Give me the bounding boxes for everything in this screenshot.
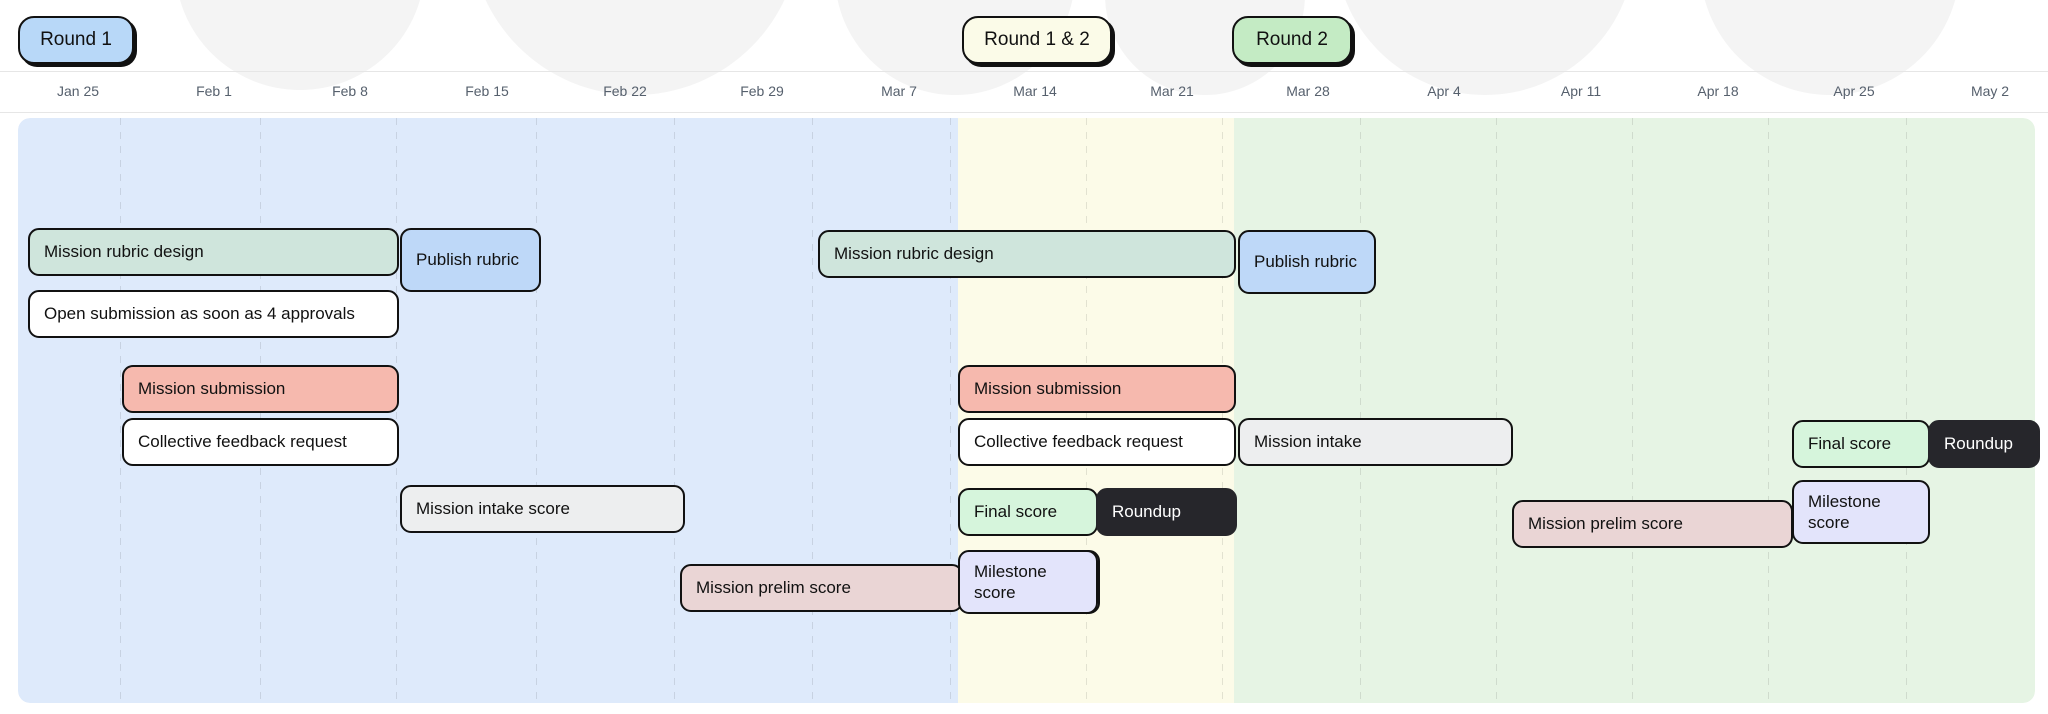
axis-tick-label: Feb 29 xyxy=(740,83,784,99)
task-bar-mission-rubric-design[interactable]: Mission rubric design xyxy=(818,230,1236,278)
task-bar-final-score[interactable]: Final score xyxy=(1792,420,1930,468)
axis-tick-label: Mar 28 xyxy=(1286,83,1330,99)
phase-pill-round-1[interactable]: Round 1 xyxy=(18,16,134,64)
task-bar-mission-intake-score[interactable]: Mission intake score xyxy=(400,485,685,533)
task-bar-open-submission-as-soon-as-4-approvals[interactable]: Open submission as soon as 4 approvals xyxy=(28,290,399,338)
blob-shape xyxy=(175,0,425,90)
axis-tick-label: May 2 xyxy=(1970,83,2010,99)
axis-tick-label: Apr 4 xyxy=(1427,83,1461,99)
axis-tick-label: Apr 11 xyxy=(1560,83,1602,99)
blob-shape xyxy=(470,0,800,95)
task-bar-milestone-score[interactable]: Milestone score xyxy=(1792,480,1930,544)
task-bar-final-score[interactable]: Final score xyxy=(958,488,1098,536)
gridline xyxy=(1360,118,1361,703)
axis-tick-label: Apr 18 xyxy=(1697,83,1739,99)
gridline xyxy=(1768,118,1769,703)
task-bar-publish-rubric[interactable]: Publish rubric xyxy=(400,228,541,292)
blob-shape xyxy=(1700,0,1960,95)
blob-shape xyxy=(1335,0,1635,95)
axis-tick-label: Feb 15 xyxy=(465,83,509,99)
gridline xyxy=(674,118,675,703)
task-bar-mission-intake[interactable]: Mission intake xyxy=(1238,418,1513,466)
axis-tick-label: Feb 8 xyxy=(332,83,368,99)
gridline xyxy=(1906,118,1907,703)
task-bar-roundup[interactable]: Roundup xyxy=(1928,420,2040,468)
task-bar-mission-prelim-score[interactable]: Mission prelim score xyxy=(1512,500,1793,548)
gridline xyxy=(950,118,951,703)
task-bar-collective-feedback-request[interactable]: Collective feedback request xyxy=(122,418,399,466)
gridline xyxy=(536,118,537,703)
gridline xyxy=(812,118,813,703)
task-bar-mission-submission[interactable]: Mission submission xyxy=(122,365,399,413)
task-bar-publish-rubric[interactable]: Publish rubric xyxy=(1238,230,1376,294)
axis-tick-label: Mar 21 xyxy=(1150,83,1194,99)
phase-pill-round-2[interactable]: Round 2 xyxy=(1232,16,1352,64)
axis-bottom-rule xyxy=(0,112,2048,113)
axis-tick-label: Feb 22 xyxy=(603,83,647,99)
task-bar-mission-prelim-score[interactable]: Mission prelim score xyxy=(680,564,963,612)
gridline xyxy=(1496,118,1497,703)
axis-tick-label: Mar 7 xyxy=(881,83,917,99)
task-bar-collective-feedback-request[interactable]: Collective feedback request xyxy=(958,418,1236,466)
task-bar-milestone-score[interactable]: Milestone score xyxy=(958,550,1098,614)
axis-tick-label: Apr 25 xyxy=(1833,83,1875,99)
phase-pill-round-1-2[interactable]: Round 1 & 2 xyxy=(962,16,1112,64)
task-bar-mission-submission[interactable]: Mission submission xyxy=(958,365,1236,413)
gridline xyxy=(1632,118,1633,703)
axis-tick-label: Jan 25 xyxy=(56,83,100,99)
task-bar-mission-rubric-design[interactable]: Mission rubric design xyxy=(28,228,399,276)
task-bar-roundup[interactable]: Roundup xyxy=(1096,488,1237,536)
axis-tick-label: Feb 1 xyxy=(196,83,232,99)
phase-band-round-2 xyxy=(1234,118,2035,703)
axis-top-rule xyxy=(0,71,2048,72)
gridline xyxy=(396,118,397,703)
gridline xyxy=(120,118,121,703)
axis-tick-label: Mar 14 xyxy=(1013,83,1057,99)
